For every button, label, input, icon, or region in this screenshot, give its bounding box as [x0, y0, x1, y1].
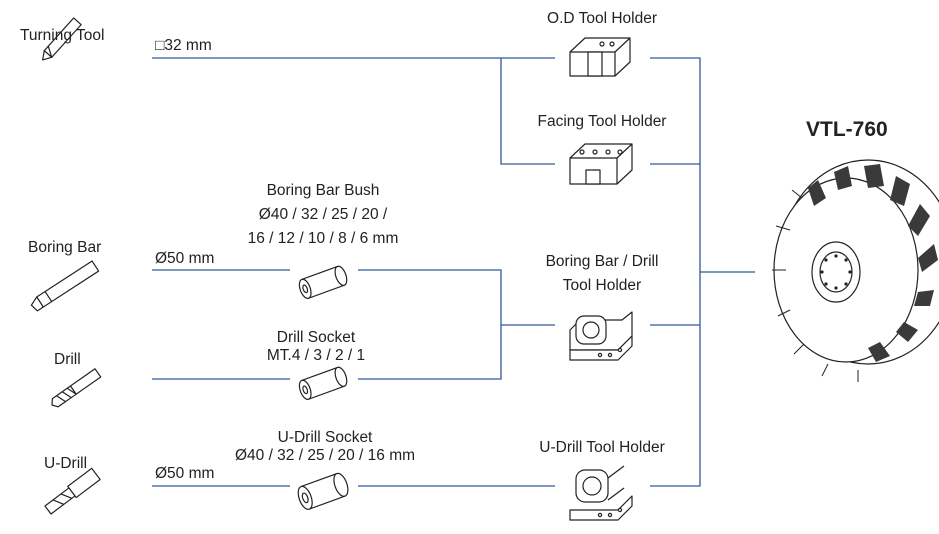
turning-tool-label: Turning Tool	[20, 27, 105, 44]
drill-label: Drill	[54, 351, 81, 368]
boring-bush-sizes-2: 16 / 12 / 10 / 8 / 6 mm	[247, 230, 399, 247]
drill-icon	[51, 368, 102, 408]
od-holder-icon	[569, 37, 631, 77]
boring-bush-sizes-1: Ø40 / 32 / 25 / 20 /	[258, 206, 388, 223]
turret-icon	[772, 159, 939, 382]
turning-tool-icon	[42, 17, 82, 61]
u-drill-socket-icon	[297, 472, 349, 510]
u-drill-socket-sizes: Ø40 / 32 / 25 / 20 / 16 mm	[234, 447, 416, 464]
drill-socket-sizes: MT.4 / 3 / 2 / 1	[266, 347, 366, 364]
od-holder-label: O.D Tool Holder	[547, 10, 657, 27]
turning-to-facing-line	[500, 58, 555, 165]
boring-bush-title: Boring Bar Bush	[266, 182, 380, 199]
u-drill-holder-label: U-Drill Tool Holder	[539, 439, 665, 456]
u-drill-label: U-Drill	[44, 455, 88, 472]
socket-icon	[298, 366, 348, 400]
bush-to-boring-holder-line	[358, 269, 502, 380]
bush-icon	[298, 265, 348, 299]
connector-lines	[152, 57, 755, 487]
facing-holder-label: Facing Tool Holder	[537, 113, 667, 130]
u-drill-icon	[44, 467, 101, 515]
turning-tool-spec: □32 mm	[155, 37, 212, 54]
drill-socket-title: Drill Socket	[276, 329, 356, 346]
u-drill-spec: Ø50 mm	[155, 465, 215, 482]
boring-bar-spec: Ø50 mm	[155, 250, 215, 267]
udrill-holder-icon	[569, 465, 633, 521]
u-drill-socket-title: U-Drill Socket	[277, 429, 373, 446]
boring-bar-icon	[30, 260, 100, 312]
boring-bar-label: Boring Bar	[28, 239, 102, 256]
boring-holder-label-2: Tool Holder	[562, 277, 642, 294]
boring-holder-label-1: Boring Bar / Drill	[545, 253, 659, 270]
facing-holder-icon	[569, 143, 633, 185]
machine-title: VTL-760	[806, 118, 888, 141]
boring-holder-icon	[569, 311, 633, 361]
